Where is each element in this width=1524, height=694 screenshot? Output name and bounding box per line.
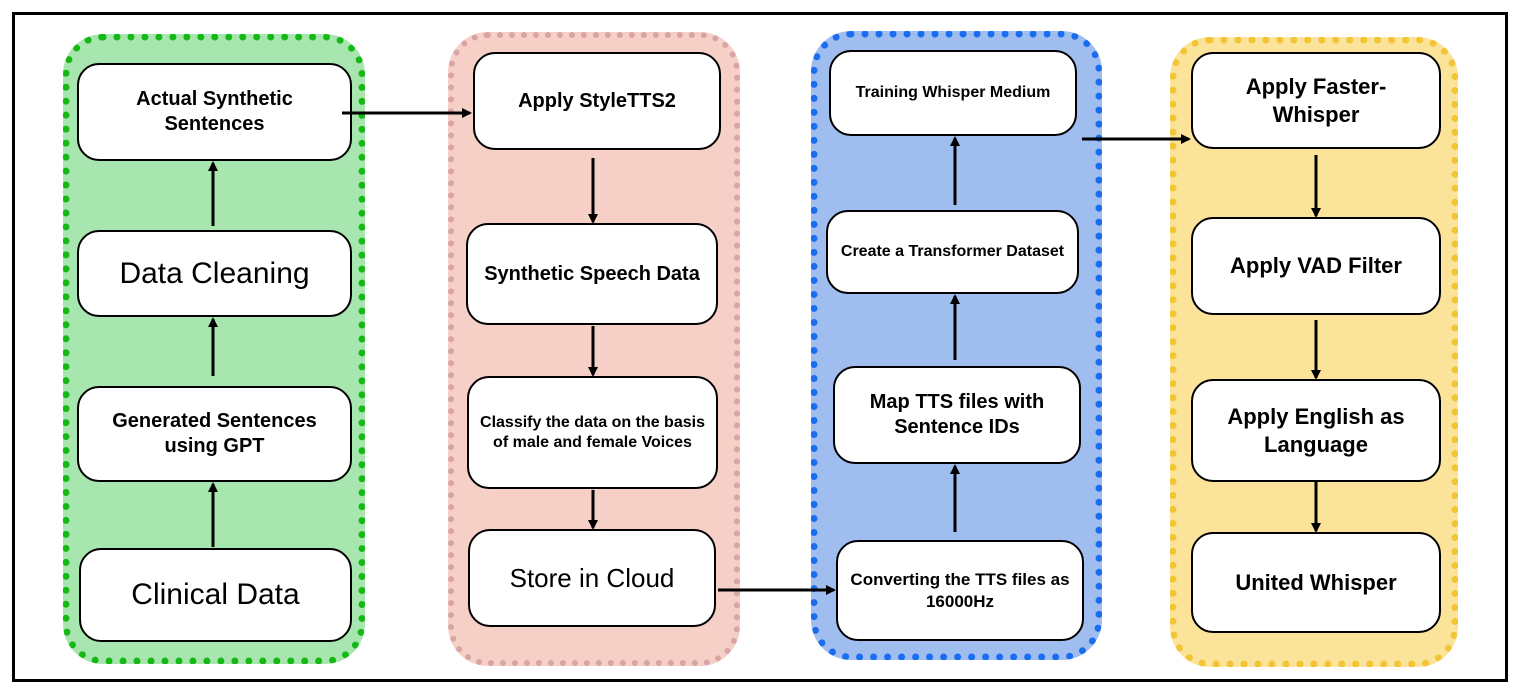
node-map-tts-files: Map TTS files with Sentence IDs [833,366,1081,464]
node-apply-styletts2: Apply StyleTTS2 [473,52,721,150]
node-classify-voices: Classify the data on the basis of male a… [467,376,718,489]
node-clinical-data: Clinical Data [79,548,352,642]
node-create-transformer-dataset: Create a Transformer Dataset [826,210,1079,294]
node-apply-english-language: Apply English as Language [1191,379,1441,482]
node-converting-tts-files: Converting the TTS files as 16000Hz [836,540,1084,641]
node-synthetic-speech-data: Synthetic Speech Data [466,223,718,325]
node-actual-synthetic-sentences: Actual Synthetic Sentences [77,63,352,161]
diagram-frame [12,12,1508,682]
node-data-cleaning: Data Cleaning [77,230,352,317]
node-training-whisper-medium: Training Whisper Medium [829,50,1077,136]
node-generated-sentences: Generated Sentences using GPT [77,386,352,482]
node-apply-faster-whisper: Apply Faster-Whisper [1191,52,1441,149]
node-apply-vad-filter: Apply VAD Filter [1191,217,1441,315]
node-store-in-cloud: Store in Cloud [468,529,716,627]
node-united-whisper: United Whisper [1191,532,1441,633]
